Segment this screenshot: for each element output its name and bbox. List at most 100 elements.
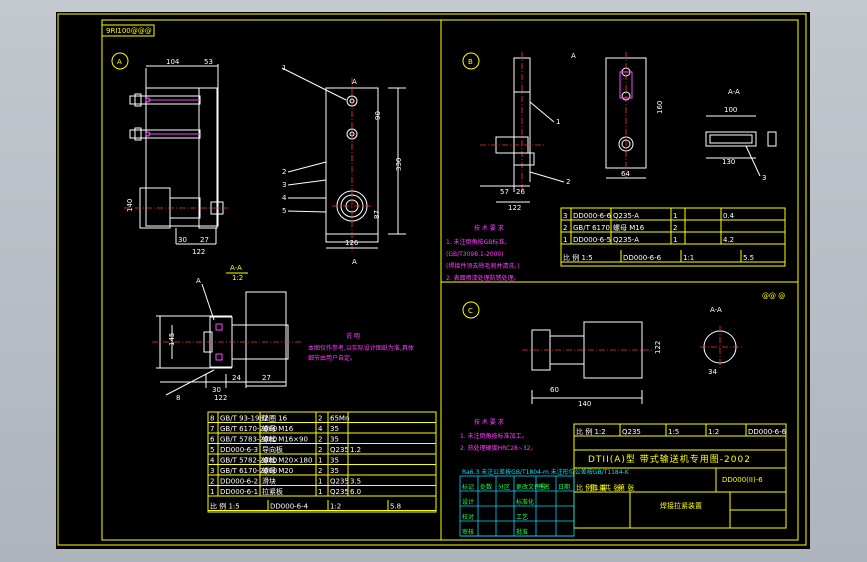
bom-b-cell: 0.4 <box>723 212 735 220</box>
bom-b-cell: Q235-A <box>613 236 639 244</box>
svg-text:技 术 要 求: 技 术 要 求 <box>474 418 504 426</box>
bom-a-foot-cell: 5.8 <box>390 503 401 511</box>
svg-text:2. 热处理硬度HRC28~32。: 2. 热处理硬度HRC28~32。 <box>460 444 537 452</box>
svg-text:160: 160 <box>656 101 664 114</box>
svg-text:30: 30 <box>178 236 187 244</box>
svg-text:(焊接件须去除毛刺并清洗。): (焊接件须去除毛刺并清洗。) <box>446 262 520 270</box>
bom-a-cell: GB/T 6170-2000 <box>220 425 277 433</box>
svg-text:5: 5 <box>282 207 286 215</box>
title-scale-cell: 比 例 1:5 <box>576 483 606 492</box>
svg-text:87: 87 <box>373 210 381 219</box>
svg-text:A: A <box>571 52 576 60</box>
view-b-label: B <box>468 58 473 66</box>
bom-a-cell: 螺母 M16 <box>262 424 294 433</box>
bom-a-cell: 6 <box>210 436 215 444</box>
note-a: 说 明 本图仅作参考,以实际设计图纸为准,具体 细节由用户自定。 <box>308 332 414 362</box>
revision-cell: 校对 <box>462 513 474 521</box>
bom-b-cell: DD000-6-6 <box>573 212 612 220</box>
bom-a-cell: 3 <box>210 467 214 475</box>
bom-a-cell: 65Mn <box>330 415 349 423</box>
bom-a-cell: GB/T 5783-2000 <box>220 436 277 444</box>
view-c: 140 60 122 A-A 34 <box>522 306 742 408</box>
svg-text:330: 330 <box>395 158 403 171</box>
bom-a-cell: Q235 <box>330 488 349 496</box>
view-b: 57 26 122 1 2 A <box>480 52 576 212</box>
bom-a-cell: 垫圈 16 <box>262 414 288 423</box>
bom-a-cell: DD000-6-2 <box>220 478 258 486</box>
bom-a-cell: 2 <box>318 446 322 454</box>
bom-b-foot-cell: 比 例 1:5 <box>563 253 593 262</box>
bom-b-foot-cell: DD000-6-6 <box>623 254 662 262</box>
bom-a-cell: GB/T 5782-2000 <box>220 457 277 465</box>
revision-cell: 日期 <box>558 483 570 491</box>
svg-text:57: 57 <box>500 188 509 196</box>
revision-cell: 标记 <box>462 483 474 491</box>
svg-text:2. 表面喷漆处理防锈处理。: 2. 表面喷漆处理防锈处理。 <box>446 274 520 282</box>
corner-note: @@ @ <box>762 292 785 300</box>
svg-text:27: 27 <box>262 374 271 382</box>
bom-b-cell: GB/T 6170 <box>573 224 610 232</box>
bom-a-cell: 2 <box>210 478 214 486</box>
view-a-front: 330 90 126 87 1 2 3 4 5 A A <box>281 64 406 266</box>
svg-text:126: 126 <box>345 239 359 247</box>
section-aa-title: A-A <box>230 264 242 272</box>
view-a-side: 104 53 122 30 27 140 <box>124 58 228 256</box>
note-c: 技 术 要 求 1. 未注倒角按标准加工。 2. 热处理硬度HRC28~32。 <box>460 418 537 452</box>
svg-text:2: 2 <box>282 168 286 176</box>
title-head-cell: 比 例 1:2 <box>576 427 606 436</box>
bom-b-cell: Q235-A <box>613 212 639 220</box>
revision-cell: 工艺 <box>516 513 528 521</box>
svg-text:122: 122 <box>214 394 227 402</box>
cad-viewport[interactable]: 9RI100@@@ A B C 104 53 122 30 27 140 <box>56 12 810 549</box>
bom-b-cell: 2 <box>563 224 567 232</box>
bom-a-cell: 螺栓 M20×180 <box>262 456 312 465</box>
bom-a-cell: 1 <box>318 478 322 486</box>
view-c-marker <box>462 301 480 319</box>
svg-text:A-A: A-A <box>710 306 722 314</box>
revision-cell: 签名 <box>538 483 550 491</box>
bom-a-cell: DD000-6-3 <box>220 446 258 454</box>
svg-text:90: 90 <box>374 111 382 120</box>
title-head-cell: DD000-6-6 <box>748 428 787 436</box>
drawing-canvas: 9RI100@@@ A B C 104 53 122 30 27 140 <box>57 13 807 546</box>
svg-text:53: 53 <box>204 58 213 66</box>
svg-text:A: A <box>196 277 201 285</box>
view-a-label: A <box>117 58 122 66</box>
svg-text:26: 26 <box>516 188 525 196</box>
svg-text:104: 104 <box>166 58 180 66</box>
revision-cell: 审核 <box>462 528 474 536</box>
bom-b-cell: 1 <box>673 236 677 244</box>
svg-text:122: 122 <box>654 341 662 354</box>
svg-text:64: 64 <box>621 170 630 178</box>
svg-text:A: A <box>352 258 357 266</box>
svg-text:A: A <box>352 78 357 86</box>
drawing-border <box>101 19 799 541</box>
bom-a-cell: 滑块 <box>262 477 276 486</box>
svg-text:145: 145 <box>168 333 176 346</box>
bom-a-cell: 1.2 <box>350 446 361 454</box>
bom-a-cell: GB/T 6170-2000 <box>220 467 277 475</box>
main-title: DTII(A)型 带式输送机专用图-2002 <box>588 453 751 465</box>
bom-a-cell: GB/T 93-1987 <box>220 415 268 423</box>
tag-box <box>101 24 155 37</box>
title-head-cell: Q235 <box>622 428 641 436</box>
svg-text:24: 24 <box>232 374 241 382</box>
title-scale-cell: 第 张 <box>618 483 634 492</box>
svg-text:122: 122 <box>192 248 205 256</box>
bom-a-cell: Q235 <box>330 446 349 454</box>
bom-a-cell: 2 <box>318 436 322 444</box>
svg-text:1: 1 <box>556 118 560 126</box>
svg-text:1. 未注倒角按标准加工。: 1. 未注倒角按标准加工。 <box>460 432 528 440</box>
view-b-front: 64 160 <box>605 52 664 179</box>
bom-a-cell: 2 <box>318 467 322 475</box>
bom-b-cell: DD000-6-5 <box>573 236 611 244</box>
revision-table: 标记处数分区更改文件号签名日期设计标准化校对工艺审核批准 <box>459 475 575 537</box>
bom-a-cell: 导向板 <box>262 445 283 454</box>
part-name: 焊接拉紧装置 <box>660 501 702 510</box>
note-b: 技 术 要 求 1. 未注倒角按GB标准。 (GB/T3098.1-2000) … <box>446 224 520 282</box>
bom-b-cell: 3 <box>563 212 567 220</box>
revision-cell: 分区 <box>498 483 510 491</box>
svg-text:3: 3 <box>762 174 766 182</box>
